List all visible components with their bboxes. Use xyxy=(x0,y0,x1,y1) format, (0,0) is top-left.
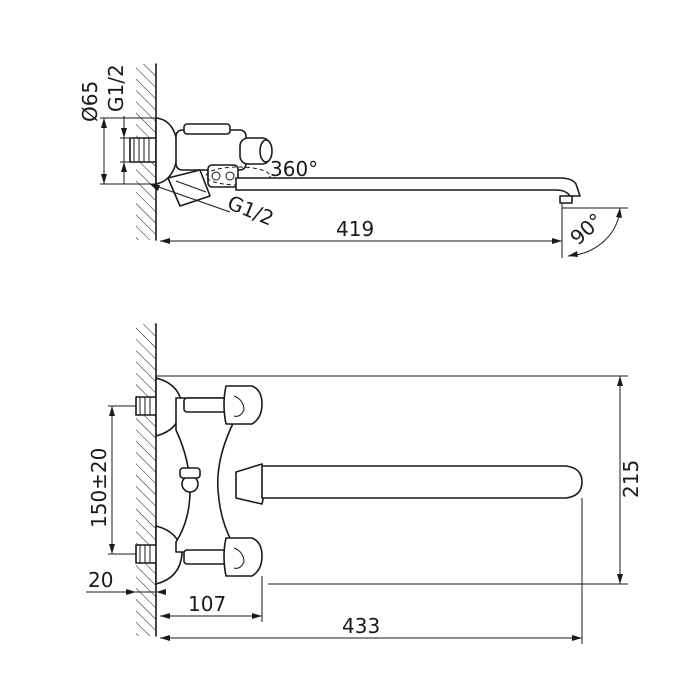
wall-flange xyxy=(155,117,179,185)
mixer-body-top xyxy=(175,123,273,171)
dim-spout-length-label: 419 xyxy=(336,217,374,241)
dim-height: 215 xyxy=(156,375,643,585)
dim-thread-outlet: G1/2 xyxy=(149,183,277,230)
dim-spout-length: 419 xyxy=(160,205,563,248)
dim-outlet-angle: 90° xyxy=(561,203,628,258)
spout-front xyxy=(261,465,583,499)
dim-handle-depth-label: 107 xyxy=(188,592,226,616)
swivel-base xyxy=(205,164,271,188)
dim-centers: 150±20 xyxy=(87,405,136,555)
spout-top xyxy=(235,177,581,204)
dim-thread-outlet-label: G1/2 xyxy=(224,190,277,230)
dim-diameter-label: Ø65 xyxy=(78,81,102,122)
dim-thread-wall-label: G1/2 xyxy=(104,64,128,112)
dim-height-label: 215 xyxy=(619,460,643,498)
lower-handle xyxy=(183,537,263,577)
dim-total-length-label: 433 xyxy=(342,614,380,638)
dim-centers-label: 150±20 xyxy=(87,448,111,528)
front-view: 215 150±20 20 107 xyxy=(86,323,643,644)
dim-wall-offset-label: 20 xyxy=(88,568,113,592)
outlet-connector xyxy=(167,169,211,207)
dim-rotation-label: 360° xyxy=(270,157,318,181)
upper-handle xyxy=(183,385,263,425)
dim-diameter: Ø65 xyxy=(78,81,156,185)
dim-thread-wall: G1/2 xyxy=(104,64,130,184)
upper-inlet-thread xyxy=(135,396,159,416)
top-view: Ø65 G1/2 360° G1/2 419 xyxy=(78,63,628,258)
dim-total-length: 433 xyxy=(160,498,583,644)
dim-wall-offset: 20 xyxy=(86,568,166,595)
lower-inlet-thread xyxy=(135,544,159,564)
dim-handle-depth: 107 xyxy=(160,576,263,622)
wall-hatch-front xyxy=(136,324,156,636)
lower-flange xyxy=(155,525,183,585)
mixer-body-front xyxy=(175,397,237,553)
wall-inlet-thread xyxy=(129,137,157,163)
